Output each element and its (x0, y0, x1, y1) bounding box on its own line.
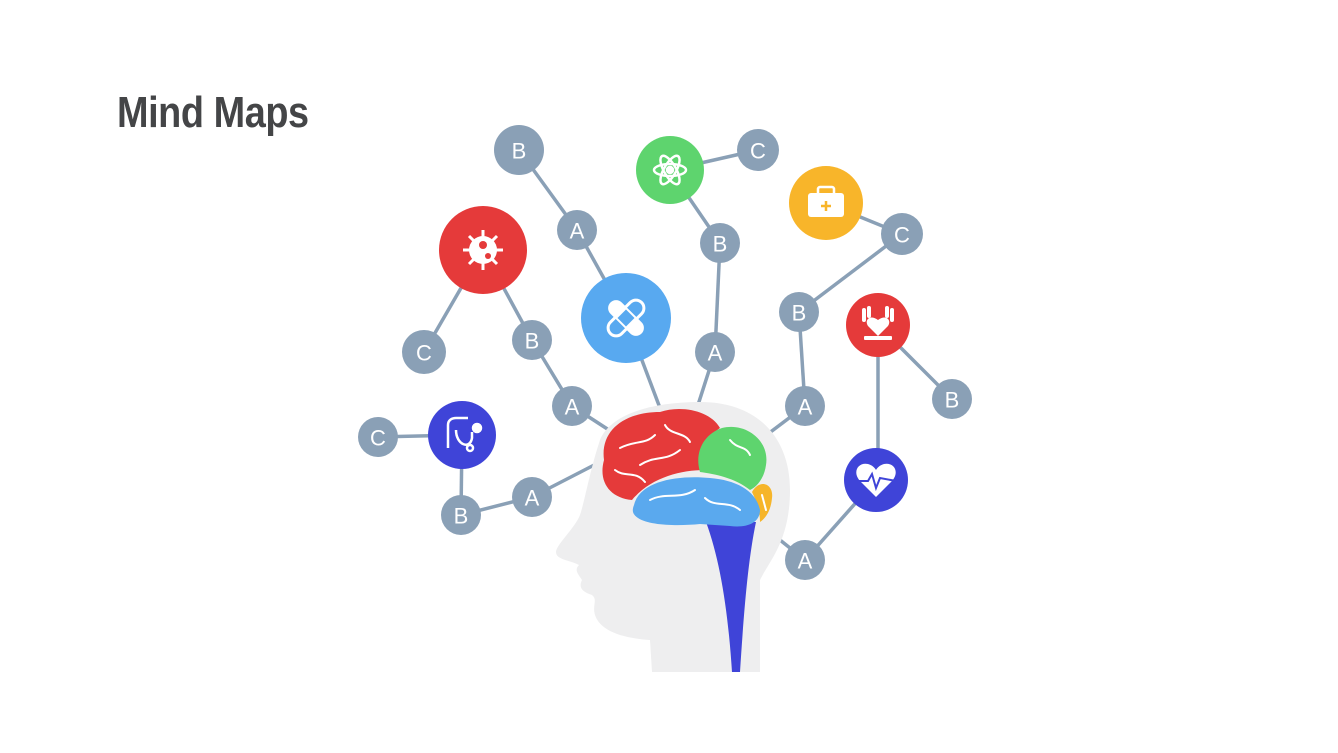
svg-text:A: A (798, 549, 813, 574)
node-bacteria-b[interactable]: B (512, 320, 552, 360)
svg-text:A: A (708, 341, 723, 366)
page-title: Mind Maps (117, 88, 309, 137)
svg-text:C: C (370, 426, 386, 451)
brain-temporal-lobe (632, 477, 760, 527)
svg-text:C: C (416, 341, 432, 366)
node-medkit-b[interactable]: B (779, 292, 819, 332)
brain-occipital-lobe (752, 484, 773, 522)
hub-atom[interactable] (636, 136, 704, 204)
node-atom-a[interactable]: A (695, 332, 735, 372)
brain-frontal-lobe (602, 408, 720, 500)
svg-text:A: A (565, 395, 580, 420)
node-steth-b[interactable]: B (441, 495, 481, 535)
node-steth-c[interactable]: C (358, 417, 398, 457)
svg-text:B: B (512, 139, 527, 164)
svg-text:A: A (798, 395, 813, 420)
svg-text:C: C (894, 223, 910, 248)
medkit-icon (808, 185, 844, 217)
brain-folds (614, 424, 767, 511)
small-nodes: C B A B A C B A C B A B A C B A (358, 125, 972, 580)
hub-heartbeat[interactable] (844, 448, 908, 512)
bandage-icon (606, 298, 646, 338)
svg-text:B: B (792, 301, 807, 326)
node-bacteria-a[interactable]: A (552, 386, 592, 426)
svg-text:A: A (570, 219, 585, 244)
svg-text:A: A (525, 486, 540, 511)
svg-text:B: B (525, 329, 540, 354)
heartbeat-icon (856, 463, 897, 497)
svg-text:C: C (750, 139, 766, 164)
svg-text:B: B (713, 232, 728, 257)
svg-text:B: B (454, 504, 469, 529)
node-atom-c[interactable]: C (737, 129, 779, 171)
hub-bacteria[interactable] (439, 206, 527, 294)
bacteria-icon (463, 230, 503, 270)
node-care-b[interactable]: B (932, 379, 972, 419)
heart-hands-icon (862, 306, 894, 340)
node-bandage-a[interactable]: A (557, 210, 597, 250)
brain-stem (706, 522, 756, 672)
node-atom-b[interactable]: B (700, 223, 740, 263)
svg-text:B: B (945, 388, 960, 413)
hub-stethoscope[interactable] (428, 401, 496, 469)
node-medkit-c[interactable]: C (881, 213, 923, 255)
node-medkit-a[interactable]: A (785, 386, 825, 426)
node-bacteria-c[interactable]: C (402, 330, 446, 374)
brain-parietal-lobe (698, 426, 767, 490)
stethoscope-icon (446, 416, 483, 453)
hub-bandage[interactable] (581, 273, 671, 363)
node-bandage-b[interactable]: B (494, 125, 544, 175)
atom-icon (652, 154, 688, 186)
node-steth-a[interactable]: A (512, 477, 552, 517)
node-heartbeat-a[interactable]: A (785, 540, 825, 580)
hub-care[interactable] (846, 293, 910, 357)
hub-medkit[interactable] (789, 166, 863, 240)
